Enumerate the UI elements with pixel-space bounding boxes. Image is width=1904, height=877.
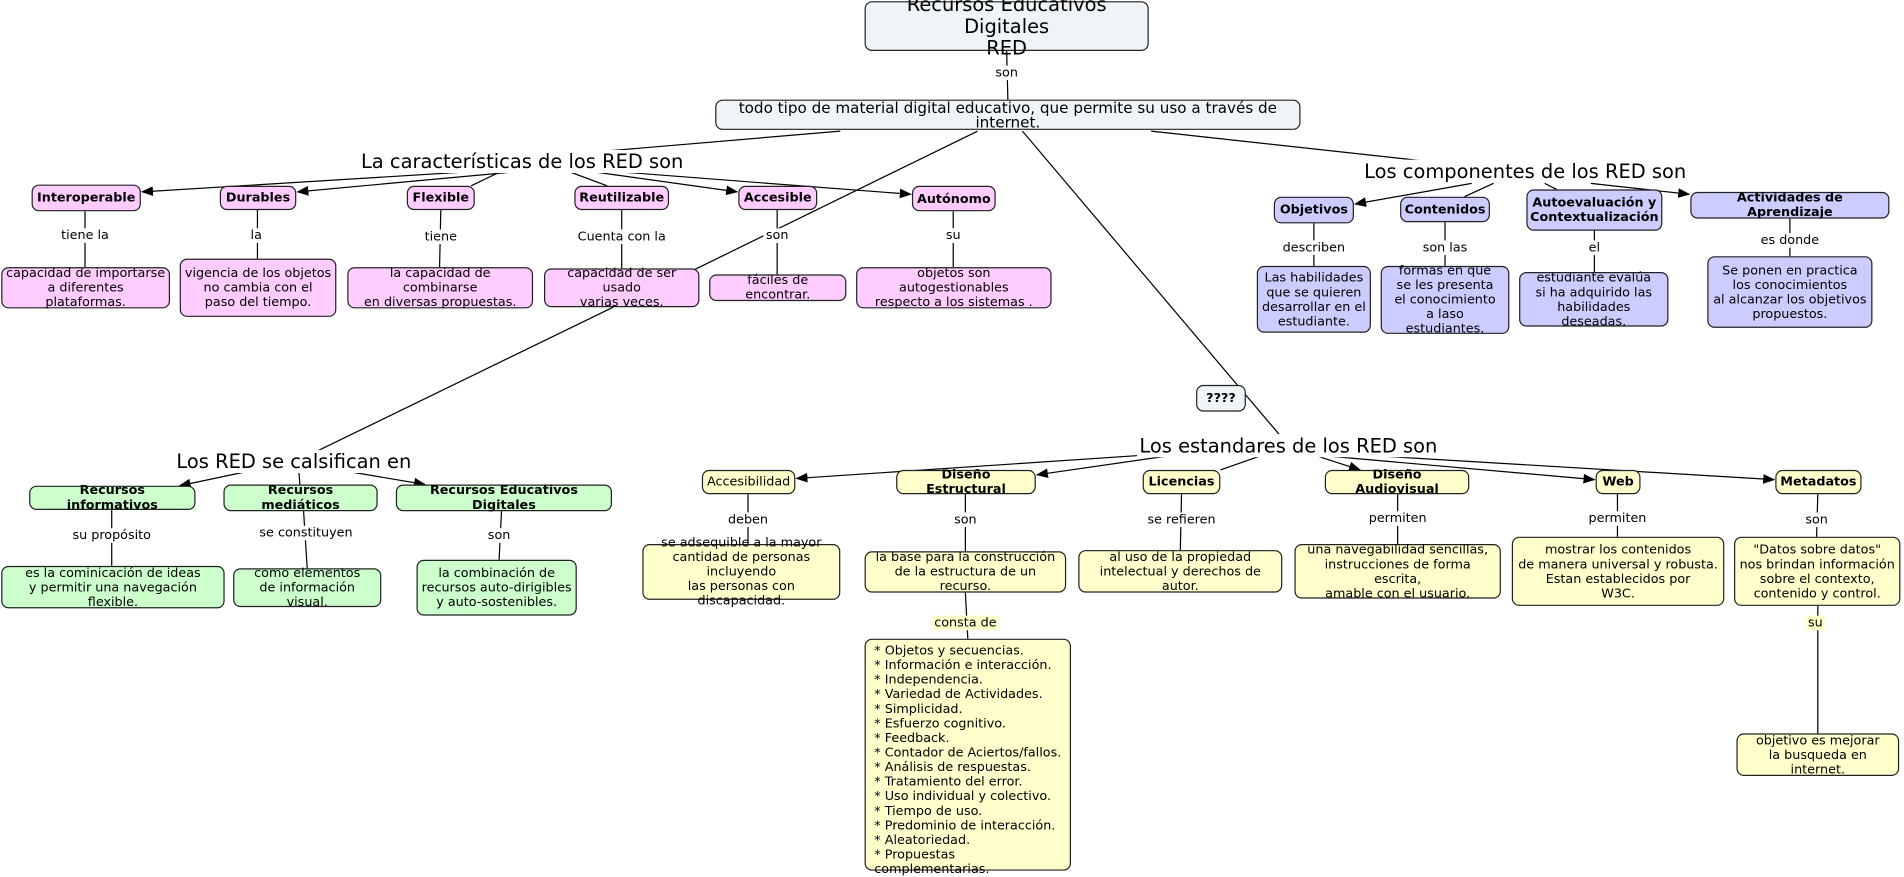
node-reutilizable[interactable]: Reutilizable <box>574 185 670 211</box>
desc-recursos-informativos[interactable]: es la cominicación de ideas y permitir u… <box>1 565 225 609</box>
node-accesibilidad[interactable]: Accesibilidad <box>701 469 796 495</box>
link-label: son <box>992 65 1021 81</box>
root-node[interactable]: Recursos Educativos Digitales RED <box>864 0 1149 58</box>
node-recursos-informativos[interactable]: Recursos informativos <box>29 483 196 512</box>
unknown-node[interactable]: ???? <box>1196 384 1246 412</box>
link-label: permiten <box>1366 511 1430 526</box>
link-label: el <box>1586 240 1603 256</box>
characteristics-heading: La características de los RED son <box>358 149 686 174</box>
node-diseno-audiovisual[interactable]: Diseño Audiovisual <box>1324 468 1470 497</box>
link-label: Cuenta con la <box>575 229 669 245</box>
node-web[interactable]: Web <box>1595 469 1641 495</box>
node-flexible[interactable]: Flexible <box>406 185 475 211</box>
desc-actividades[interactable]: Se ponen en practica los conocimientos a… <box>1707 256 1873 328</box>
link-label: son <box>485 528 513 543</box>
node-accesible[interactable]: Accesible <box>738 185 818 211</box>
desc-interoperable[interactable]: capacidad de importarse a diferentes pla… <box>1 266 171 310</box>
link-label: son <box>951 512 980 528</box>
node-autoevaluacion[interactable]: Autoevaluación y Contextualización <box>1526 189 1663 231</box>
desc-durables[interactable]: vigencia de los objetos no cambia con el… <box>179 258 337 317</box>
node-durables[interactable]: Durables <box>219 185 297 211</box>
node-recursos-educativos-digitales[interactable]: Recursos Educativos Digitales <box>395 483 613 512</box>
desc-diseno-estructural[interactable]: la base para la construcción de la estru… <box>864 550 1067 594</box>
link-label: permiten <box>1586 511 1649 526</box>
standards-heading: Los estandares de los RED son <box>1136 434 1440 458</box>
classification-heading: Los RED se calsifican en <box>173 449 414 473</box>
desc-licencias[interactable]: al uso de la propiedad intelectual y der… <box>1078 549 1283 593</box>
node-diseno-estructural[interactable]: Diseño Estructural <box>896 468 1036 497</box>
desc-flexible[interactable]: la capacidad de combinarse en diversas p… <box>347 266 534 310</box>
link-label: tiene <box>422 229 460 245</box>
node-objetivos[interactable]: Objetivos <box>1273 196 1354 224</box>
node-licencias[interactable]: Licencias <box>1142 469 1221 495</box>
components-heading: Los componentes de los RED son <box>1361 159 1689 183</box>
node-actividades[interactable]: Actividades de Aprendizaje <box>1690 191 1890 220</box>
link-label: son las <box>1420 240 1470 256</box>
desc-autonomo[interactable]: objetos son autogestionables respecto a … <box>856 266 1052 310</box>
list-diseno-estructural[interactable]: * Objetos y secuencias. * Información e … <box>864 638 1072 877</box>
node-autonomo[interactable]: Autónomo <box>911 185 996 212</box>
desc-metadatos[interactable]: "Datos sobre datos" nos brindan informac… <box>1734 536 1901 606</box>
desc-recursos-mediaticos[interactable]: como elementos de información visual. <box>233 566 382 610</box>
desc-metadatos-objetivo[interactable]: objetivo es mejorar la busqueda en inter… <box>1736 733 1900 777</box>
link-label: se refieren <box>1145 512 1218 528</box>
desc-objetivos[interactable]: Las habilidades que se quieren desarroll… <box>1256 265 1371 333</box>
desc-reutilizable[interactable]: capacidad de ser usado varias veces. <box>544 266 700 310</box>
link-label: consta de <box>931 615 999 631</box>
node-interoperable[interactable]: Interoperable <box>31 184 141 212</box>
node-recursos-mediaticos[interactable]: Recursos mediáticos <box>223 483 378 512</box>
link-label: tiene la <box>58 228 112 243</box>
node-contenidos[interactable]: Contenidos <box>1400 196 1490 223</box>
link-label: la <box>248 228 265 243</box>
link-label: se constituyen <box>256 525 356 541</box>
link-label: son <box>1802 512 1831 528</box>
desc-recursos-educativos-digitales[interactable]: la combinación de recursos auto-dirigibl… <box>416 559 577 616</box>
node-metadatos[interactable]: Metadatos <box>1775 469 1862 495</box>
link-label: su <box>1805 615 1826 631</box>
desc-autoevaluacion[interactable]: estudiante evalúa si ha adquirido las ha… <box>1519 270 1669 328</box>
desc-web[interactable]: mostrar los contenidos de manera univers… <box>1511 536 1725 606</box>
link-label: describen <box>1280 240 1348 256</box>
link-label: es donde <box>1758 233 1822 248</box>
desc-accesibilidad[interactable]: se adsequible a la mayor cantidad de per… <box>642 536 841 608</box>
desc-diseno-audiovisual[interactable]: una navegabilidad sencillas, instruccion… <box>1294 542 1501 600</box>
link-label: su <box>943 228 964 243</box>
link-label: su propósito <box>70 528 154 543</box>
desc-accesible[interactable]: fáciles de encontrar. <box>709 273 847 302</box>
link-label: deben <box>725 512 771 528</box>
link-label: son <box>763 228 791 243</box>
definition-node[interactable]: todo tipo de material digital educativo,… <box>715 99 1301 130</box>
desc-contenidos[interactable]: formas en que se les presenta el conocim… <box>1380 264 1510 336</box>
